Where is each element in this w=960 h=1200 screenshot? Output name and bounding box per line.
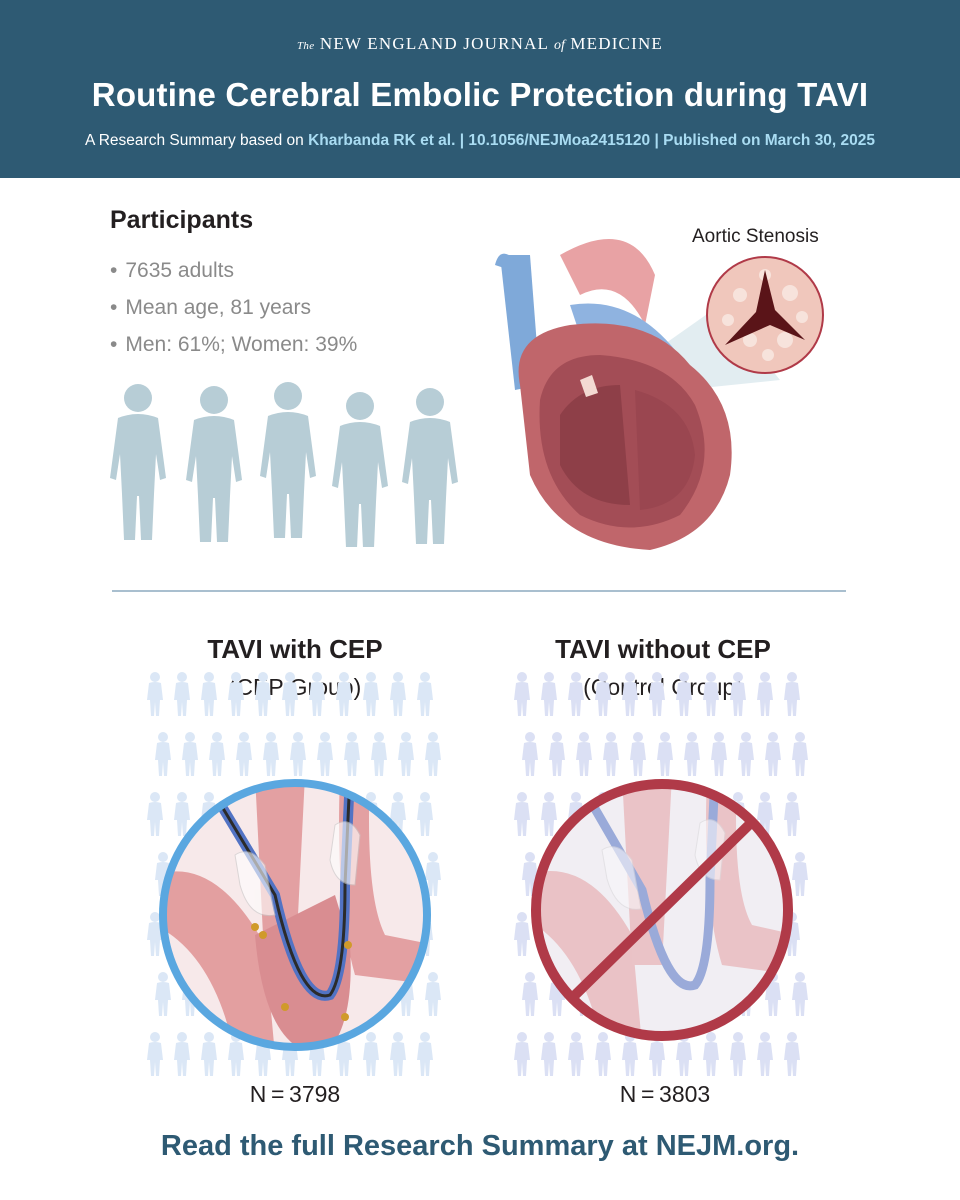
crowd-person-icon xyxy=(630,732,646,776)
header-banner: The NEW ENGLAND JOURNAL of MEDICINE Rout… xyxy=(0,0,960,178)
crowd-person-icon xyxy=(174,672,190,716)
cep-group-n: N = 3798 xyxy=(249,1081,341,1107)
crowd-person-icon xyxy=(209,732,225,776)
control-group-n: N = 3803 xyxy=(619,1081,711,1107)
person-icon xyxy=(110,384,166,540)
control-group-title: TAVI without CEP xyxy=(555,634,771,664)
crowd-person-icon xyxy=(155,732,171,776)
heart-illustration xyxy=(495,239,824,550)
crowd-person-icon xyxy=(147,672,163,716)
crowd-person-icon xyxy=(657,732,673,776)
crowd-person-icon xyxy=(603,732,619,776)
participants-item: Men: 61%; Women: 39% xyxy=(110,328,357,365)
crowd-person-icon xyxy=(549,732,565,776)
participants-title: Participants xyxy=(110,206,254,234)
crowd-person-icon xyxy=(390,672,406,716)
crowd-person-icon xyxy=(541,672,557,716)
crowd-person-icon xyxy=(676,672,692,716)
crowd-person-icon xyxy=(684,732,700,776)
crowd-person-icon xyxy=(792,732,808,776)
cep-lens-illustration xyxy=(159,779,431,1051)
journal-name-part-2: MEDICINE xyxy=(570,34,664,53)
citation-link[interactable]: Kharbanda RK et al. | 10.1056/NEJMoa2415… xyxy=(308,132,876,149)
crowd-person-icon xyxy=(236,732,252,776)
footer-link[interactable]: Read the full Research Summary at NEJM.o… xyxy=(160,1130,800,1162)
crowd-person-icon xyxy=(514,672,530,716)
crowd-person-icon xyxy=(711,732,727,776)
crowd-person-icon xyxy=(425,732,441,776)
crowd-person-icon xyxy=(595,672,611,716)
person-icon xyxy=(186,386,242,542)
participants-item: Mean age, 81 years xyxy=(110,291,357,328)
crowd-person-icon xyxy=(336,672,352,716)
crowd-person-icon xyxy=(201,672,217,716)
crowd-person-icon xyxy=(730,672,746,716)
citation-prefix: A Research Summary based on xyxy=(84,132,304,149)
crowd-person-icon xyxy=(228,672,244,716)
crowd-person-icon xyxy=(344,732,360,776)
journal-name-part-1: NEW ENGLAND JOURNAL xyxy=(319,34,549,53)
crowd-person-icon xyxy=(182,732,198,776)
journal-of: of xyxy=(553,38,565,53)
crowd-person-icon xyxy=(417,672,433,716)
control-lens-illustration xyxy=(531,779,793,1041)
section-divider xyxy=(112,590,846,592)
crowd-person-icon xyxy=(784,672,800,716)
crowd-person-icon xyxy=(703,672,719,716)
crowd-person-icon xyxy=(522,732,538,776)
crowd-person-icon xyxy=(757,672,773,716)
participants-list: 7635 adults Mean age, 81 years Men: 61%;… xyxy=(110,254,357,365)
person-icon xyxy=(260,382,316,538)
page-title: Routine Cerebral Embolic Protection duri… xyxy=(91,76,869,113)
crowd-person-icon xyxy=(317,732,333,776)
cep-group-title: TAVI with CEP xyxy=(207,634,383,664)
participant-silhouettes xyxy=(110,382,458,547)
crowd-person-icon xyxy=(398,732,414,776)
crowd-person-icon xyxy=(765,732,781,776)
crowd-person-icon xyxy=(576,732,592,776)
crowd-person-icon xyxy=(309,672,325,716)
crowd-person-icon xyxy=(263,732,279,776)
journal-name: The NEW ENGLAND JOURNAL of MEDICINE xyxy=(0,34,960,54)
aortic-stenosis-label: Aortic Stenosis xyxy=(692,226,819,247)
crowd-person-icon xyxy=(282,672,298,716)
crowd-person-icon xyxy=(363,672,379,716)
journal-the: The xyxy=(296,40,315,52)
person-icon xyxy=(332,392,388,547)
person-icon xyxy=(402,388,458,544)
crowd-person-icon xyxy=(255,672,271,716)
crowd-person-icon xyxy=(622,672,638,716)
crowd-person-icon xyxy=(290,732,306,776)
crowd-person-icon xyxy=(738,732,754,776)
crowd-person-icon xyxy=(568,672,584,716)
participants-item: 7635 adults xyxy=(110,254,357,291)
crowd-person-icon xyxy=(649,672,665,716)
crowd-person-icon xyxy=(371,732,387,776)
citation-line: A Research Summary based on Kharbanda RK… xyxy=(0,132,960,150)
